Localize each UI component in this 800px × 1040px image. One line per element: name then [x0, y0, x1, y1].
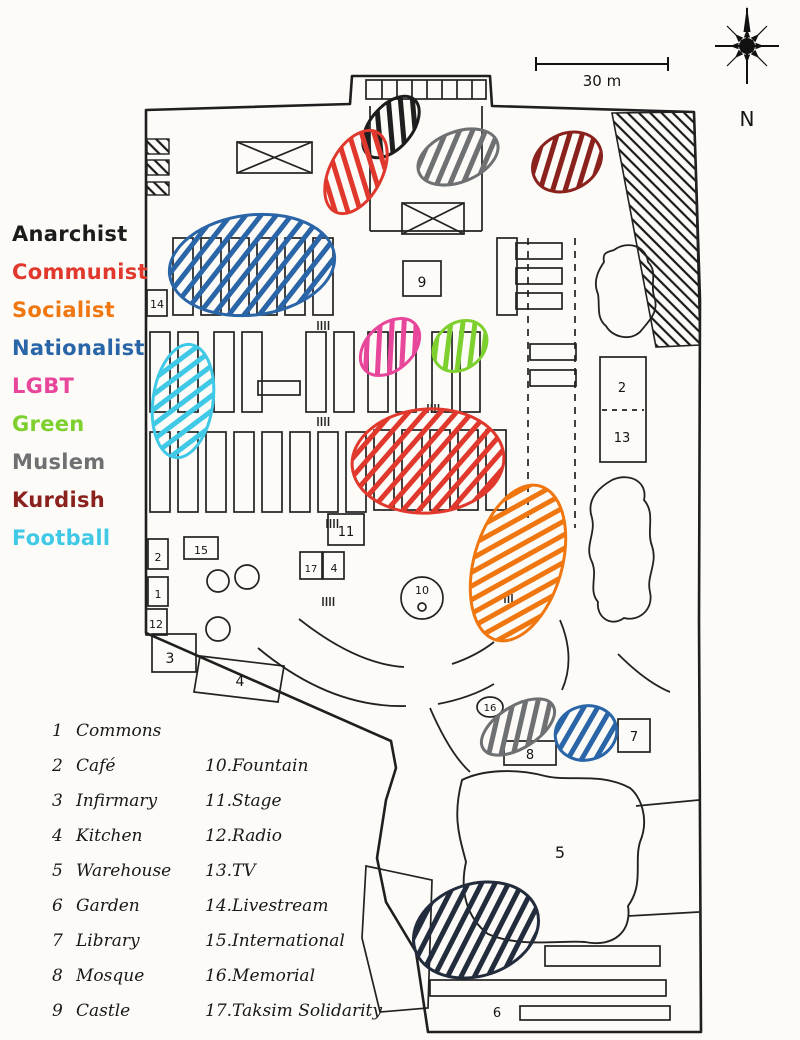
- radio-box: [145, 608, 168, 636]
- area-communist-main: [350, 407, 506, 515]
- map-label-warehouse: 5: [555, 843, 565, 862]
- area-kurdish: [531, 130, 603, 194]
- group-legend: Anarchist Communist Socialist Nationalis…: [12, 222, 162, 564]
- map-label-cafe-right: 2: [618, 381, 626, 396]
- library-box: [617, 718, 651, 753]
- area-muslem-north: [416, 127, 500, 187]
- scale-bar-label: 30 m: [583, 72, 621, 90]
- place-item-livestream: 14.Livestream: [205, 896, 329, 916]
- map-label-castle: 9: [418, 275, 427, 291]
- fountain-structure: [400, 576, 444, 620]
- stage-box: [327, 513, 365, 546]
- commons-box: [147, 576, 169, 607]
- memorial-blob: [476, 696, 504, 718]
- area-muslem-south: [479, 697, 557, 757]
- legend-item-kurdish: Kurdish: [12, 488, 105, 512]
- livestream-box: [146, 289, 168, 317]
- map-label-taksim: 17: [305, 564, 318, 575]
- place-item-stage: 11.Stage: [205, 791, 282, 811]
- bottom-left-annex: [361, 864, 433, 1013]
- map-label-mosque: 8: [526, 748, 534, 763]
- legend-item-socialist: Socialist: [12, 298, 116, 322]
- place-item-taksim-solidarity: 17.Taksim Solidarity: [205, 1001, 382, 1021]
- map-number-labels: 9 14 2 13 11 15 17 4 2 1 12 3 4 10 16 8 …: [149, 275, 638, 1021]
- legend-item-green: Green: [12, 412, 85, 436]
- area-communist-north: [323, 128, 389, 216]
- tree-blob-south: [588, 476, 655, 623]
- park-boundary: [144, 74, 703, 1034]
- infirmary-box: [151, 633, 197, 673]
- map-label-stage: 11: [338, 525, 355, 540]
- area-nationalist-south: [553, 704, 619, 762]
- map-label-commons: 1: [155, 588, 162, 601]
- map-label-tv: 13: [614, 431, 631, 446]
- place-item-fountain: 10.Fountain: [205, 756, 309, 776]
- map-label-infirmary: 3: [166, 651, 175, 667]
- map-label-cafe-left: 2: [155, 551, 162, 564]
- kitchen-box: [193, 655, 285, 703]
- area-green: [431, 319, 489, 373]
- compass-rose-icon: [715, 6, 779, 84]
- map-label-kitchen: 4: [236, 674, 245, 690]
- area-nationalist-main: [167, 212, 337, 318]
- scale-bar: [535, 57, 669, 71]
- group-areas: [150, 94, 619, 980]
- area-football: [150, 342, 216, 460]
- map-label-garden: 6: [493, 1006, 501, 1021]
- legend-item-anarchist: Anarchist: [12, 222, 128, 246]
- legend-item-football: Football: [12, 526, 111, 550]
- crossed-structure-west: [236, 141, 313, 174]
- plaza-paths: [257, 618, 671, 773]
- map-label-kitchen-annex: 4: [331, 562, 338, 575]
- map-label-radio: 12: [149, 618, 163, 631]
- legend-item-lgbt: LGBT: [12, 374, 75, 398]
- place-item-international: 15.International: [205, 931, 345, 951]
- legend-item-muslem: Muslem: [12, 450, 106, 474]
- map-label-memorial: 16: [484, 703, 497, 714]
- international-box: [183, 536, 219, 560]
- area-lgbt: [358, 317, 422, 377]
- map-label-international: 15: [194, 544, 208, 557]
- cafe-left-box: [147, 538, 169, 570]
- map-label-livestream: 14: [150, 298, 164, 311]
- area-socialist: [468, 483, 568, 643]
- map-label-library: 7: [630, 730, 638, 745]
- place-item-radio: 12.Radio: [205, 826, 282, 846]
- place-item-tv: 13.TV: [205, 861, 256, 881]
- kitchen-annex-box: [322, 551, 345, 580]
- area-anarchist-garden: [411, 880, 541, 980]
- crossed-structure-center: [401, 202, 465, 235]
- cafe-tv-box: [599, 356, 647, 463]
- legend-item-nationalist: Nationalist: [12, 336, 145, 360]
- tree-blob-north: [594, 244, 657, 339]
- legend-item-communist: Communist: [12, 260, 148, 284]
- compass-north-label: N: [740, 107, 755, 131]
- place-key-column-2: 10.Fountain 11.Stage 12.Radio 13.TV 14.L…: [205, 757, 395, 1037]
- hatched-border-band: [611, 111, 701, 348]
- place-item-memorial: 16.Memorial: [205, 966, 316, 986]
- map-label-fountain: 10: [415, 584, 429, 597]
- taksim-box: [299, 551, 323, 580]
